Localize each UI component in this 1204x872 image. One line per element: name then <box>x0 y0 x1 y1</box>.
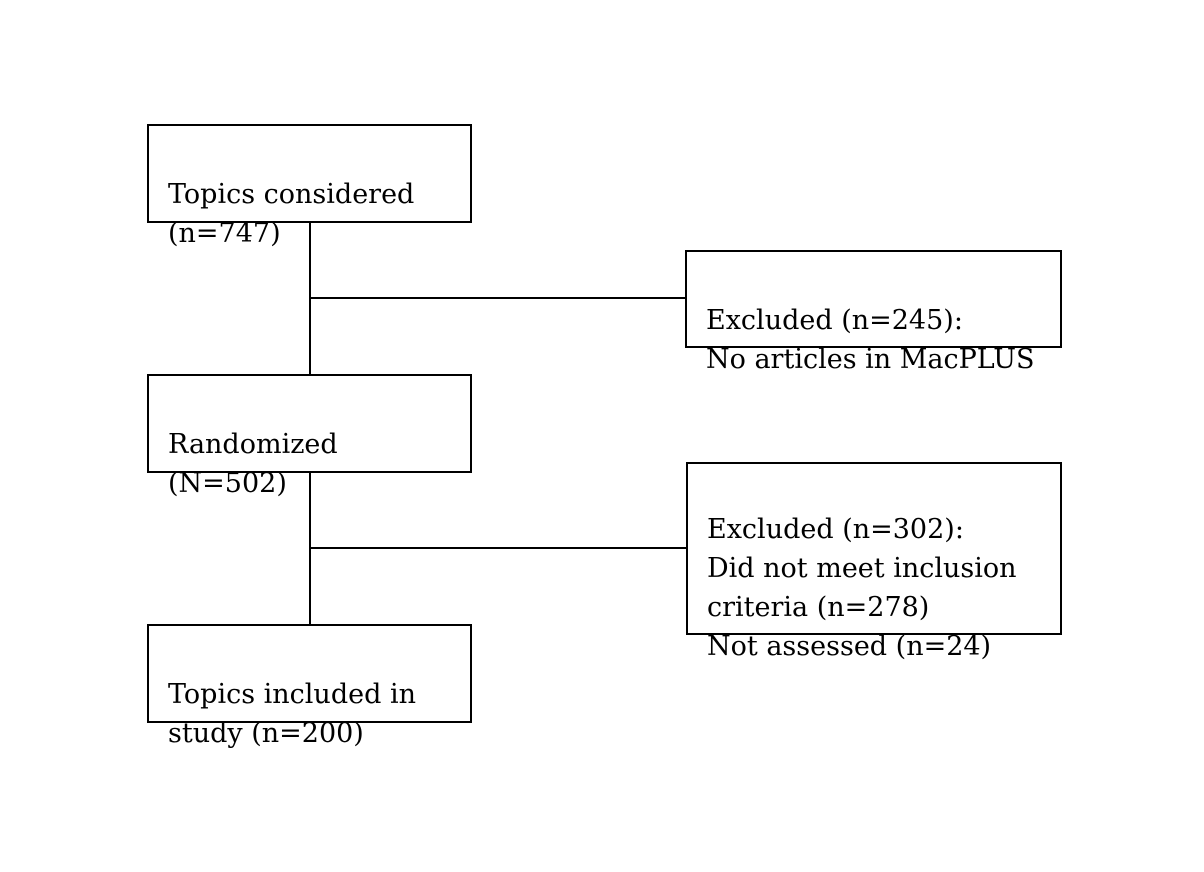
node-excluded-no-articles: Excluded (n=245): No articles in MacPLUS <box>685 250 1062 375</box>
node-randomized: Randomized (N=502) <box>147 374 472 499</box>
node-randomized-label: Randomized (N=502) <box>168 429 338 499</box>
node-topics-considered: Topics considered (n=747) <box>147 124 472 249</box>
connector-branch-to-excluded-criteria <box>310 547 686 549</box>
connector-branch-to-excluded-no-articles <box>310 297 685 299</box>
node-topics-considered-label: Topics considered (n=747) <box>168 179 415 249</box>
node-excluded-criteria: Excluded (n=302): Did not meet inclusion… <box>686 462 1062 662</box>
node-excluded-no-articles-label: Excluded (n=245): No articles in MacPLUS <box>706 305 1035 375</box>
node-excluded-criteria-label: Excluded (n=302): Did not meet inclusion… <box>707 514 1017 662</box>
node-topics-included-label: Topics included in study (n=200) <box>168 679 416 749</box>
node-topics-included: Topics included in study (n=200) <box>147 624 472 749</box>
